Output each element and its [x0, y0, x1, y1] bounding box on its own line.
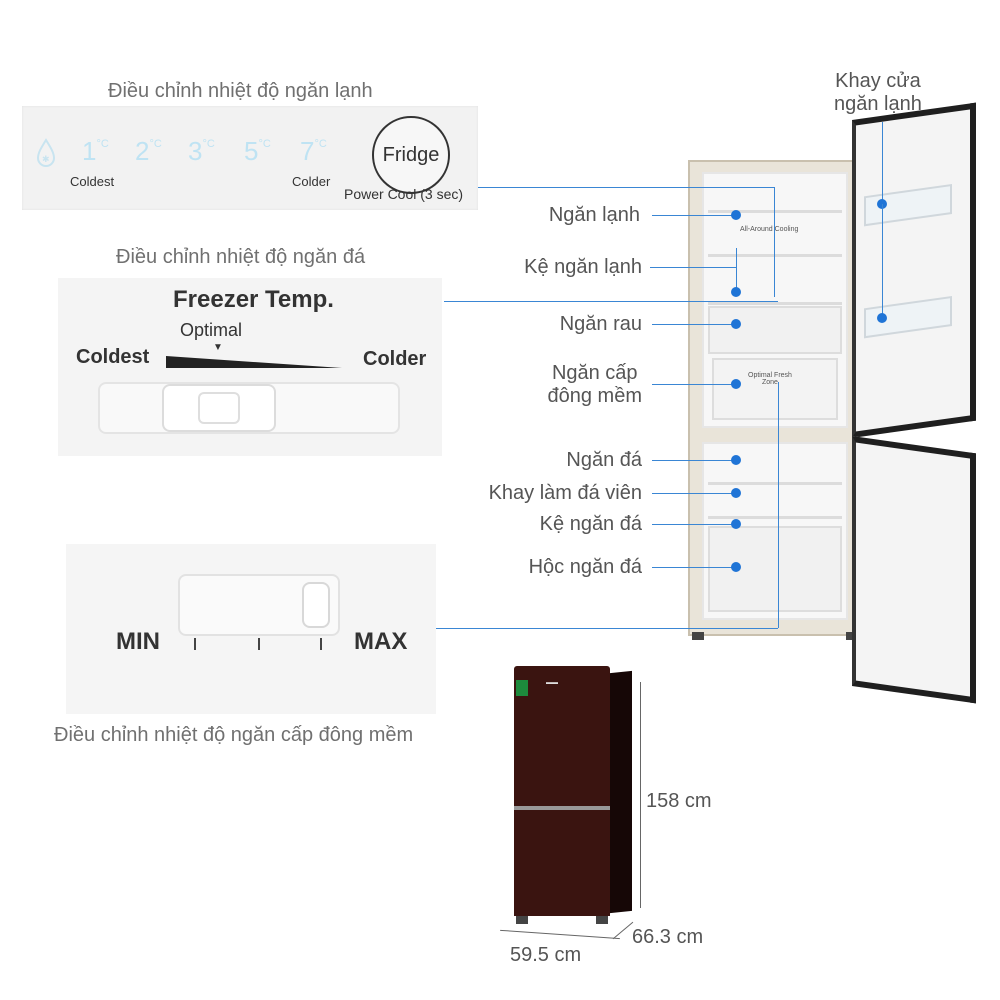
label-ice-tray: Khay làm đá viên: [488, 482, 642, 504]
label-fridge-shelf: Kệ ngăn lạnh: [524, 256, 642, 278]
soft-freeze-slider-knob[interactable]: [304, 584, 328, 626]
leader-line: [652, 524, 736, 525]
slider-grip: [200, 394, 238, 422]
leader-line: [736, 248, 737, 292]
temp-7c[interactable]: 7°C: [300, 136, 327, 166]
leader-line: [774, 187, 775, 297]
temp-2c[interactable]: 2°C: [135, 136, 162, 166]
freezer-colder-label: Colder: [363, 348, 427, 370]
callout-dot: [731, 210, 741, 220]
width-dimension: 59.5 cm: [510, 944, 582, 966]
leader-line: [882, 204, 883, 318]
fridge-button[interactable]: Fridge: [372, 116, 450, 194]
leader-line: [444, 301, 778, 302]
freezer-coldest-label: Coldest: [76, 346, 150, 368]
leader-line: [652, 324, 736, 325]
coldest-label: Coldest: [70, 174, 115, 189]
leader-line: [436, 628, 778, 629]
temp-5c[interactable]: 5°C: [244, 136, 271, 166]
leader-line: [778, 382, 779, 628]
tick-mark: [258, 638, 260, 650]
freezer-control-panel: Freezer Temp. Optimal ▼ Coldest Colder: [58, 278, 442, 456]
soft-freeze-slider-track[interactable]: [178, 574, 340, 636]
freezer-temp-title: Freezer Temp.: [173, 286, 334, 313]
colder-label: Colder: [292, 174, 331, 189]
brand-logo: ▬▬: [546, 680, 558, 686]
label-freezer-drawer: Hộc ngăn đá: [528, 556, 642, 578]
soft-freeze-drawer: Optimal Fresh Zone: [712, 358, 838, 420]
leader-line: [882, 122, 883, 204]
label-freezer-shelf: Kệ ngăn đá: [539, 513, 642, 535]
callout-dot: [731, 488, 741, 498]
callout-dot: [731, 379, 741, 389]
energy-badge: [516, 680, 528, 696]
label-soft-freeze: Ngăn cấp đông mềm: [547, 362, 643, 407]
freezer-slider-knob[interactable]: [164, 386, 274, 430]
freezer-control-caption: Điều chỉnh nhiệt độ ngăn đá: [116, 246, 366, 268]
callout-dot: [731, 287, 741, 297]
optimal-label: Optimal: [180, 320, 243, 340]
temperature-wedge: [166, 356, 342, 368]
callout-dot: [731, 455, 741, 465]
label-door-tray: Khay cửa ngăn lạnh: [834, 70, 922, 115]
fridge-compartment: All-Around Cooling Optimal Fresh Zone: [702, 172, 848, 428]
leader-line: [652, 215, 736, 216]
temp-3c[interactable]: 3°C: [188, 136, 215, 166]
max-label: MAX: [354, 628, 408, 655]
callout-dot: [731, 562, 741, 572]
foot: [692, 632, 704, 640]
leader-line: [652, 384, 736, 385]
label-fridge-compartment: Ngăn lạnh: [548, 204, 640, 226]
label-vegetable-drawer: Ngăn rau: [559, 313, 642, 335]
leader-line: [478, 187, 774, 188]
leader-line: [652, 460, 736, 461]
temp-1c[interactable]: 1°C: [82, 136, 109, 166]
fridge-front-bottom: [514, 810, 610, 916]
soft-freeze-panel: MIN MAX: [66, 544, 436, 714]
tick-mark: [194, 638, 196, 650]
depth-dimension-line: [612, 921, 634, 940]
min-label: MIN: [116, 628, 160, 655]
foot: [596, 916, 608, 924]
optimal-arrow-icon: ▼: [213, 342, 223, 353]
height-dimension: 158 cm: [646, 790, 712, 812]
fridge-front-top: ▬▬: [514, 666, 610, 806]
freezer-drawer: [708, 526, 842, 612]
foot: [516, 916, 528, 924]
fridge-open-illustration: All-Around Cooling Optimal Fresh Zone: [688, 160, 860, 636]
width-dimension-line: [500, 929, 620, 940]
svg-text:✱: ✱: [42, 154, 50, 164]
leader-line: [652, 493, 736, 494]
leader-line: [652, 567, 736, 568]
all-around-label: All-Around Cooling: [740, 226, 799, 233]
fridge-control-caption: Điều chỉnh nhiệt độ ngăn lạnh: [108, 80, 373, 102]
fridge-divider: [514, 806, 610, 810]
soft-freeze-caption: Điều chỉnh nhiệt độ ngăn cấp đông mềm: [54, 724, 414, 746]
callout-dot: [877, 313, 887, 323]
callout-dot: [731, 319, 741, 329]
vegetable-drawer: [708, 306, 842, 354]
label-freezer-compartment: Ngăn đá: [566, 449, 642, 471]
depth-dimension: 66.3 cm: [632, 926, 704, 948]
fridge-control-panel: ✱ 1°C 2°C 3°C 5°C 7°C Coldest Colder Fri…: [22, 106, 478, 210]
height-dimension-line: [640, 682, 641, 908]
callout-dot: [731, 519, 741, 529]
freezer-door: [852, 436, 976, 704]
leader-line: [650, 267, 736, 268]
power-cool-label: Power Cool (3 sec): [344, 186, 464, 202]
water-drop-icon: ✱: [34, 138, 58, 168]
fridge-side: [610, 670, 632, 914]
fridge-door: [852, 102, 976, 438]
tick-mark: [320, 638, 322, 650]
freezer-compartment: [702, 442, 848, 620]
freezer-slider-track[interactable]: [98, 382, 400, 434]
